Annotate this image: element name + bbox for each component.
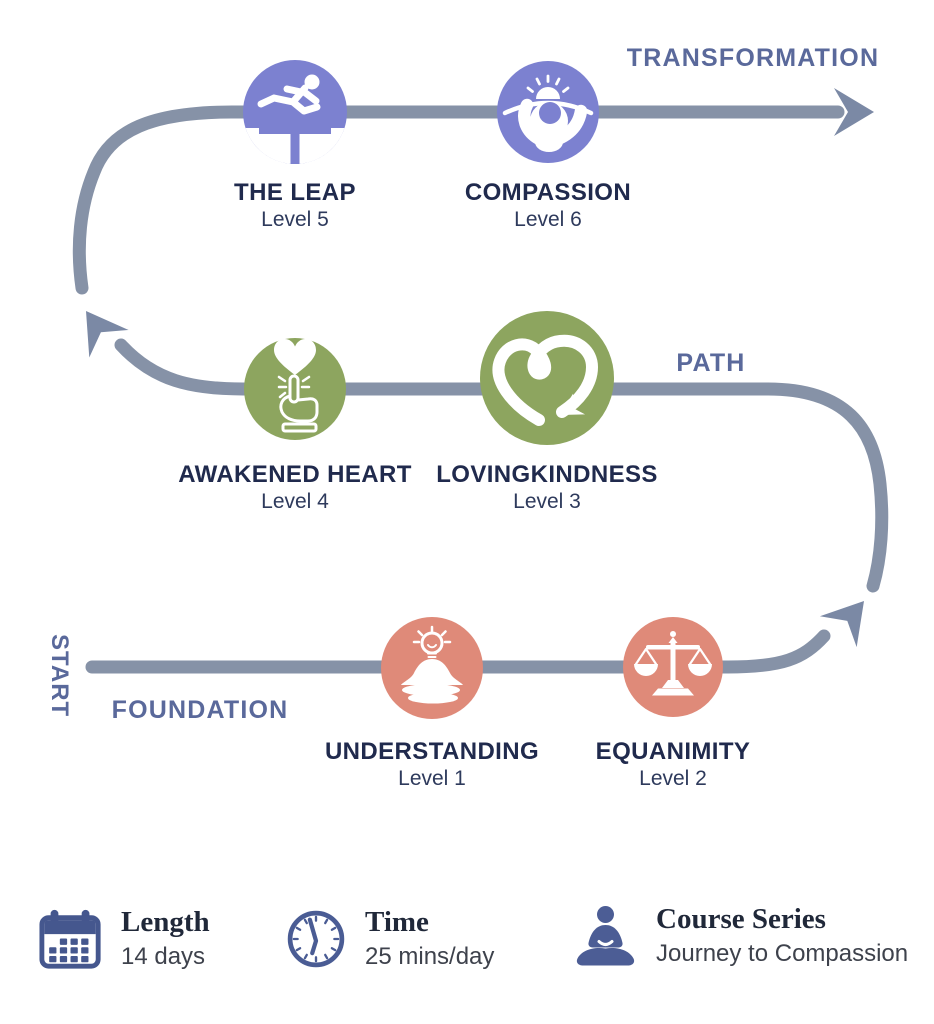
node-title: THE LEAP bbox=[234, 179, 356, 206]
path-row-line bbox=[114, 338, 889, 593]
info-label: Length bbox=[121, 906, 210, 938]
info-label: Course Series bbox=[656, 902, 826, 935]
node-level: Level 2 bbox=[639, 767, 707, 790]
start-label: START bbox=[46, 634, 73, 717]
node-title: EQUANIMITY bbox=[596, 738, 751, 765]
foundation-label: FOUNDATION bbox=[112, 696, 289, 724]
node-title: AWAKENED HEART bbox=[178, 461, 412, 488]
person-sunrise-icon bbox=[502, 74, 594, 152]
node-level: Level 6 bbox=[514, 208, 582, 231]
node-title: UNDERSTANDING bbox=[325, 738, 539, 765]
info-value: Journey to Compassion bbox=[656, 940, 909, 968]
node-circle bbox=[244, 338, 346, 440]
transformation-label: TRANSFORMATION bbox=[627, 44, 879, 72]
person-head bbox=[539, 102, 561, 124]
meditating-lightbulb-icon bbox=[401, 625, 463, 704]
node-the-leap: THE LEAP Level 5 bbox=[234, 60, 356, 231]
info-value: 25 mins/day bbox=[365, 943, 495, 971]
node-understanding: UNDERSTANDING Level 1 bbox=[325, 617, 539, 790]
hurdle-post bbox=[290, 125, 300, 164]
clock-icon bbox=[287, 910, 345, 968]
hurdler-icon bbox=[245, 74, 345, 165]
info-value: 14 days bbox=[121, 943, 206, 971]
node-level: Level 4 bbox=[261, 490, 329, 513]
info-time: Time 25 mins/day bbox=[284, 906, 494, 972]
info-course-series: Course Series Journey to Compassion bbox=[571, 902, 908, 970]
path-label: PATH bbox=[676, 349, 745, 377]
node-equanimity: EQUANIMITY Level 2 bbox=[596, 617, 751, 790]
node-compassion: COMPASSION Level 6 bbox=[465, 61, 631, 231]
foundation-path-line bbox=[85, 629, 831, 674]
node-awakened-heart: AWAKENED HEART Level 4 bbox=[178, 338, 412, 513]
journey-path-diagram: START FOUNDATION PATH TRANSFORMATION UND… bbox=[46, 44, 889, 790]
node-lovingkindness: LOVINGKINDNESS Level 3 bbox=[436, 311, 658, 513]
node-level: Level 1 bbox=[398, 767, 466, 790]
transformation-path-line bbox=[72, 105, 845, 295]
info-length: Length 14 days bbox=[38, 906, 210, 972]
info-label: Time bbox=[365, 906, 429, 938]
flow-arrow-icon bbox=[86, 311, 129, 358]
calendar-icon bbox=[39, 910, 101, 969]
balance-scale-icon bbox=[634, 631, 712, 696]
node-level: Level 5 bbox=[261, 208, 329, 231]
heart-loop-arrow-icon bbox=[492, 334, 598, 426]
node-title: COMPASSION bbox=[465, 179, 631, 206]
flow-arrow-icon bbox=[819, 601, 864, 648]
node-level: Level 3 bbox=[513, 490, 581, 513]
hand-pointing-heart-icon bbox=[274, 339, 319, 433]
flow-arrow-icon bbox=[834, 88, 874, 136]
meditator-icon bbox=[576, 906, 635, 966]
node-title: LOVINGKINDNESS bbox=[436, 461, 658, 488]
